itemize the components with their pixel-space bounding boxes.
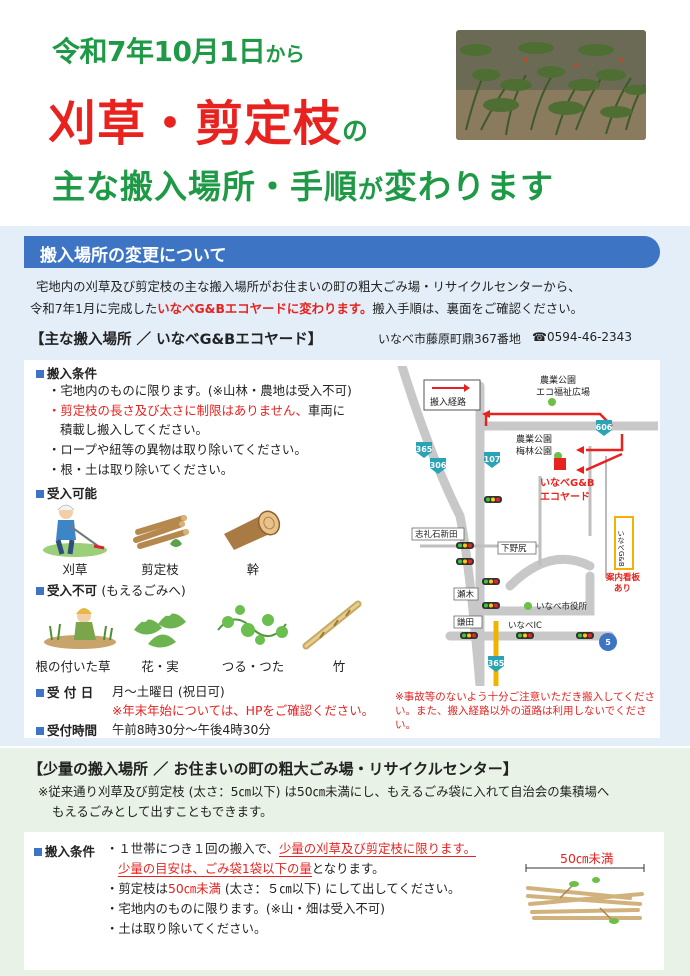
section-title-bar: 搬入場所の変更について xyxy=(24,236,660,268)
condition-item: ・ロープや紐等の異物は取り除いてください。 xyxy=(48,442,307,457)
trunk-illustration xyxy=(218,504,288,554)
route-shield-107: 107 xyxy=(484,455,501,464)
intro-text: 宅地内の刈草及び剪定枝の主な搬入場所がお住まいの町の粗大ごみ場・リサイクルセンタ… xyxy=(30,276,666,320)
flowers-fruits-illustration xyxy=(128,600,192,650)
condition-item: ・根・土は取り除いてください。 xyxy=(48,462,234,477)
map-place-seki: 瀬木 xyxy=(457,589,475,600)
section2-cond-item: 少量の目安は、ごみ袋1袋以下の量となります。 xyxy=(118,861,385,877)
section2-title: 【少量の搬入場所 ／ お住まいの町の粗大ごみ場・リサイクルセンター】 xyxy=(28,760,518,778)
rejected-item-bamboo: 竹 xyxy=(332,659,346,674)
hours-label: 受付時間 xyxy=(36,720,97,739)
map-park2-line2: 梅林公園 xyxy=(516,445,552,457)
rejected-item-rooted-grass: 根の付いた草 xyxy=(35,659,111,674)
branch-bundle-illustration xyxy=(520,864,650,926)
map-park1-line2: エコ福祉広場 xyxy=(536,386,590,398)
poster-header: 令和7年10月1日から 刈草・剪定枝の 主な搬入場所・手順が変わります xyxy=(0,0,690,225)
bamboo-illustration xyxy=(300,598,366,652)
map-sign-caption1: 案内看板 xyxy=(605,572,641,583)
accepted-item-branches: 剪定枝 xyxy=(141,562,179,577)
intro-line-2: 令和7年1月に完成したいなべG&Bエコヤードに変わります。搬入手順は、裏面をご確… xyxy=(30,301,583,316)
intro-line-1: 宅地内の刈草及び剪定枝の主な搬入場所がお住まいの町の粗大ごみ場・リサイクルセンタ… xyxy=(36,279,581,294)
route-shield-365-south: 365 xyxy=(488,659,505,668)
map-place-shimono: 下野尻 xyxy=(501,544,527,554)
section2-cond-item: ・剪定枝は50㎝未満 (太さ：５㎝以下) にして出してください。 xyxy=(106,881,461,896)
mowing-person-illustration xyxy=(40,500,110,558)
headline-main: 刈草・剪定枝の xyxy=(48,96,370,152)
conditions-label: 搬入条件 xyxy=(36,363,97,382)
route-shield-5: 5 xyxy=(605,638,611,647)
accepted-item-grass: 刈草 xyxy=(62,562,88,577)
headline-date: 令和7年10月1日から xyxy=(52,35,305,68)
route-shield-306: 306 xyxy=(430,461,447,470)
rooted-grass-illustration xyxy=(40,600,120,650)
section2-cond-item: ・１世帯につき１回の搬入で、少量の刈草及び剪定枝に限ります。 xyxy=(106,841,476,857)
condition-item: ・宅地内のものに限ります。(※山林・農地は受入不可) xyxy=(48,383,352,398)
section-title: 搬入場所の変更について xyxy=(40,246,227,266)
section2-cond-label: 搬入条件 xyxy=(34,841,95,860)
section2-cond-item: ・土は取り除いてください。 xyxy=(106,921,267,936)
map-park2-line1: 農業公園 xyxy=(516,433,552,445)
days-value: 月～土曜日 (祝日可) xyxy=(112,684,225,699)
map-yard-line1: いなべG&B xyxy=(540,477,595,489)
section2-note-line1: ※従来通り刈草及び剪定枝 (太さ：5㎝以下) は50㎝未満にし、もえるごみ袋に入… xyxy=(38,784,610,799)
map-sign-text: いなべG&B xyxy=(617,530,625,567)
yard-phone: ☎0594-46-2343 xyxy=(532,330,632,344)
map-place-shirai: 志礼石新田 xyxy=(415,529,458,540)
map-place-ic: いなべIC xyxy=(508,621,542,631)
map-place-city-hall: いなべ市役所 xyxy=(536,601,588,612)
section2-note: ※従来通り刈草及び剪定枝 (太さ：5㎝以下) は50㎝未満にし、もえるごみ袋に入… xyxy=(38,782,668,822)
section-small-amount: 【少量の搬入場所 ／ お住まいの町の粗大ごみ場・リサイクルセンター】 ※従来通り… xyxy=(0,748,690,976)
section2-cond-item: ・宅地内のものに限ります。(※山・畑は受入不可) xyxy=(106,901,386,916)
size-label: 50㎝未満 xyxy=(560,851,614,866)
days-label: 受 付 日 xyxy=(36,682,93,701)
vines-illustration xyxy=(214,600,290,650)
hours-value: 午前8時30分～午後4時30分 xyxy=(112,722,271,737)
route-shield-606: 606 xyxy=(596,423,613,432)
rejected-label: 受入不可 (もえるごみへ) xyxy=(36,580,186,599)
yard-address: いなべ市藤原町鼎367番地 xyxy=(378,332,521,346)
map-sign-caption2: あり xyxy=(614,584,631,594)
map-note: ※事故等のないよう十分ご注意いただき搬入してください。また、搬入経路以外の道路は… xyxy=(395,691,655,731)
map-yard-line2: エコヤード xyxy=(540,491,590,503)
map-legend-label: 搬入経路 xyxy=(430,396,466,408)
branches-illustration xyxy=(128,504,194,554)
grass-photo xyxy=(456,30,646,140)
accepted-label: 受入可能 xyxy=(36,483,97,502)
route-map: 搬入経路 農業公園 エコ福祉広場 農業公園 梅林公園 いなべG&B エコヤード … xyxy=(390,366,658,686)
days-note: ※年末年始については、HPをご確認ください。 xyxy=(112,703,374,718)
accepted-item-trunk: 幹 xyxy=(246,562,260,577)
map-place-kamada: 鎌田 xyxy=(457,617,474,628)
map-park1-line1: 農業公園 xyxy=(540,374,576,386)
rejected-item-flowers: 花・実 xyxy=(141,659,179,674)
condition-item: 積載し搬入してください。 xyxy=(60,422,208,437)
yard-title: 【主な搬入場所 ／ いなべG&Bエコヤード】 xyxy=(30,332,323,348)
condition-item: ・剪定枝の長さ及び太さに制限はありません、車両に xyxy=(48,403,346,418)
rejected-item-vines: つる・つた xyxy=(221,659,285,674)
section2-note-line2: もえるごみとして出すこともできます。 xyxy=(52,804,273,819)
headline-sub: 主な搬入場所・手順が変わります xyxy=(52,167,555,206)
route-shield-365: 365 xyxy=(416,445,433,454)
